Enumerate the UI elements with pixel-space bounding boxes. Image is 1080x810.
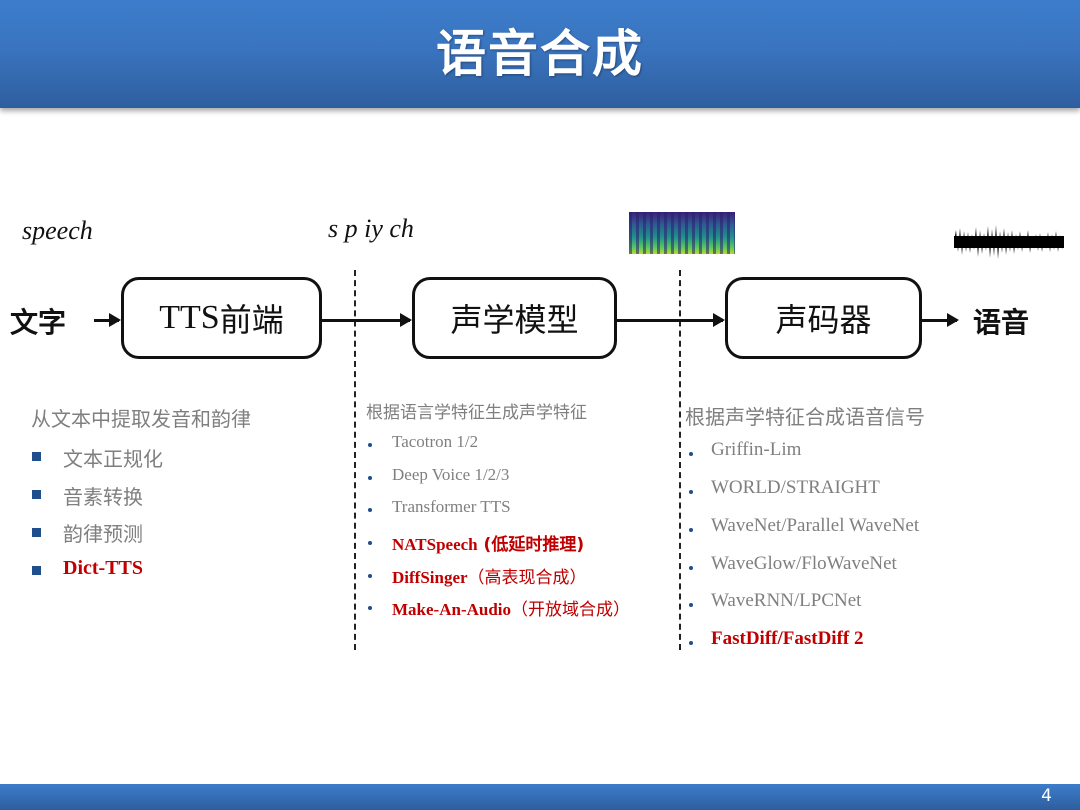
model-name: NATSpeech (392, 535, 478, 554)
square-bullet-icon (32, 528, 41, 537)
slide-header: 语音合成 (0, 0, 1080, 108)
list-item: Griffin-Lim (711, 439, 802, 460)
list-item: WaveGlow/FloWaveNet (711, 553, 897, 574)
slide-footer: 4 (0, 784, 1080, 810)
list-item: 音素转换 (63, 485, 143, 509)
arrow-frontend-to-acoustic (322, 313, 412, 327)
list-item: Deep Voice 1/2/3 (392, 465, 510, 484)
arrow-input-to-frontend (94, 313, 121, 327)
tts-frontend-cjk: 前端 (219, 301, 284, 339)
dot-bullet-icon (368, 508, 372, 512)
arrow-acoustic-to-vocoder (617, 313, 725, 327)
tts-frontend-latin: TTS (159, 299, 220, 336)
dot-bullet-icon (368, 476, 372, 480)
list-item: WaveNet/Parallel WaveNet (711, 515, 920, 536)
phoneme-example-label: s p iy ch (328, 214, 414, 243)
dot-bullet-icon (368, 606, 372, 610)
dot-bullet-icon (689, 566, 693, 570)
list-item: Transformer TTS (392, 497, 511, 516)
stage-separator-2 (679, 270, 681, 650)
square-bullet-icon (32, 566, 41, 575)
list-item: Tacotron 1/2 (392, 432, 479, 451)
input-text-label: 文字 (10, 306, 67, 339)
square-bullet-icon (32, 490, 41, 499)
list-item: 韵律预测 (63, 522, 143, 546)
slide-title: 语音合成 (436, 25, 644, 83)
vocoder-description: 根据声学特征合成语音信号 (685, 405, 925, 429)
list-item-highlight: Make-An-Audio（开放域合成） (392, 595, 630, 620)
output-speech-label: 语音 (973, 306, 1030, 339)
vocoder-box: 声码器 (725, 277, 922, 359)
text-example-label: speech (22, 216, 93, 245)
page-number: 4 (1041, 786, 1052, 806)
list-item: WORLD/STRAIGHT (711, 477, 880, 498)
list-item-highlight: DiffSinger（高表现合成） (392, 563, 587, 588)
dot-bullet-icon (689, 528, 693, 532)
acoustic-model-label: 声学模型 (450, 301, 579, 339)
square-bullet-icon (32, 452, 41, 461)
dot-bullet-icon (689, 641, 693, 645)
acoustic-model-box: 声学模型 (412, 277, 617, 359)
list-item: 文本正规化 (63, 447, 163, 471)
list-item-highlight: FastDiff/FastDiff 2 (711, 628, 864, 649)
dot-bullet-icon (689, 603, 693, 607)
dot-bullet-icon (368, 574, 372, 578)
model-name: Make-An-Audio (392, 600, 512, 619)
model-note: （高表现合成） (467, 568, 587, 588)
list-item-highlight: NATSpeech (低延时推理) (392, 530, 584, 555)
dot-bullet-icon (368, 443, 372, 447)
list-item-highlight: Dict-TTS (63, 557, 143, 579)
acoustic-model-description: 根据语言学特征生成声学特征 (366, 403, 587, 423)
waveform-icon (954, 225, 1064, 259)
frontend-description: 从文本中提取发音和韵律 (31, 407, 251, 431)
model-note: （开放域合成） (511, 600, 631, 620)
model-note: (低延时推理) (477, 535, 585, 555)
stage-separator-1 (354, 270, 356, 650)
model-name: DiffSinger (392, 568, 468, 587)
spectrogram-icon (629, 212, 735, 254)
arrow-vocoder-to-output (922, 313, 959, 327)
list-item: WaveRNN/LPCNet (711, 590, 862, 611)
vocoder-label: 声码器 (775, 301, 872, 339)
dot-bullet-icon (689, 452, 693, 456)
dot-bullet-icon (368, 541, 372, 545)
dot-bullet-icon (689, 490, 693, 494)
